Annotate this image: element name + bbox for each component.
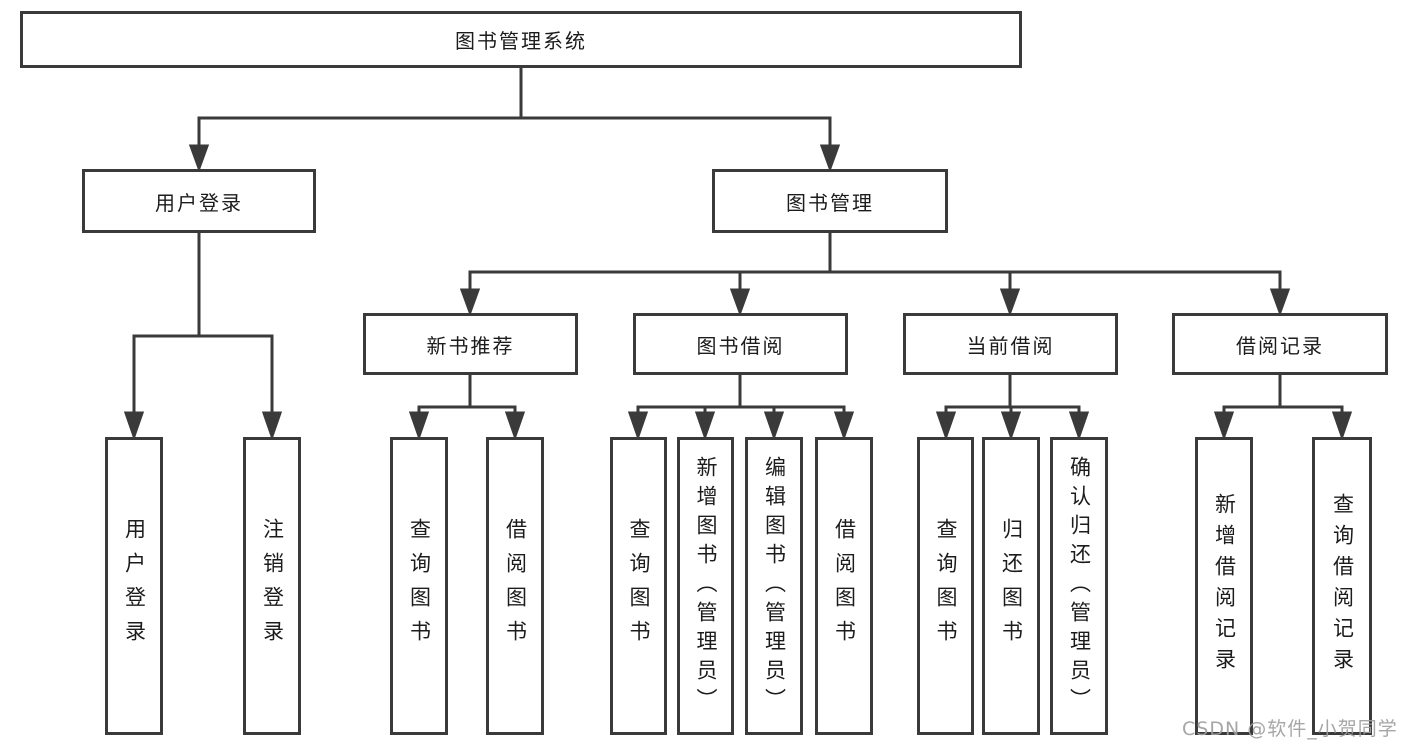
node-user-login: 用户登录: [82, 169, 316, 233]
node-label: 查询图书: [407, 518, 432, 654]
leaf-borrow-books-borrowing: 借阅图书: [815, 437, 873, 735]
leaf-query-books-borrowing: 查询图书: [610, 437, 667, 735]
node-label: 借阅记录: [1236, 333, 1324, 358]
node-borrowing-records: 借阅记录: [1172, 313, 1388, 375]
watermark: CSDN @软件_小贺同学: [1182, 718, 1398, 740]
node-label: 借阅图书: [503, 518, 528, 654]
node-label: 编辑图书（管理员）: [762, 455, 787, 717]
node-label: 新书推荐: [426, 333, 515, 358]
node-label: 图书管理: [786, 190, 874, 215]
node-label: 借阅图书: [832, 518, 857, 654]
node-label: 当前借阅: [966, 333, 1055, 358]
leaf-borrow-books-recommend: 借阅图书: [486, 437, 544, 735]
node-label: 图书借阅: [696, 333, 785, 358]
node-book-management: 图书管理: [712, 169, 948, 233]
node-current-borrowing: 当前借阅: [903, 313, 1118, 375]
node-label: 注销登录: [260, 518, 285, 654]
node-label: 查询借阅记录: [1330, 493, 1355, 679]
node-label: 图书管理系统: [455, 29, 587, 53]
node-label: 用户登录: [155, 190, 243, 215]
leaf-return-book: 归还图书: [982, 437, 1040, 735]
node-label: 查询图书: [627, 518, 651, 654]
node-new-book-recommendation: 新书推荐: [363, 313, 578, 375]
leaf-query-borrow-record: 查询借阅记录: [1312, 437, 1372, 735]
node-label: 用户登录: [122, 518, 147, 654]
node-library-management-system: 图书管理系统: [20, 11, 1022, 68]
node-label: 归还图书: [999, 518, 1024, 654]
leaf-edit-book-admin: 编辑图书（管理员）: [745, 437, 803, 735]
leaf-logout: 注销登录: [243, 437, 301, 735]
leaf-user-login: 用户登录: [105, 437, 163, 735]
leaf-query-books-recommend: 查询图书: [390, 437, 448, 735]
leaf-confirm-return-admin: 确认归还（管理员）: [1050, 437, 1108, 735]
node-label: 确认归还（管理员）: [1067, 455, 1092, 717]
node-book-borrowing: 图书借阅: [633, 313, 848, 375]
leaf-add-borrow-record: 新增借阅记录: [1195, 437, 1253, 735]
leaf-add-book-admin: 新增图书（管理员）: [677, 437, 734, 735]
node-label: 新增图书（管理员）: [694, 455, 718, 717]
node-label: 新增借阅记录: [1212, 493, 1237, 679]
node-label: 查询图书: [934, 518, 958, 654]
leaf-query-books-current: 查询图书: [917, 437, 974, 735]
